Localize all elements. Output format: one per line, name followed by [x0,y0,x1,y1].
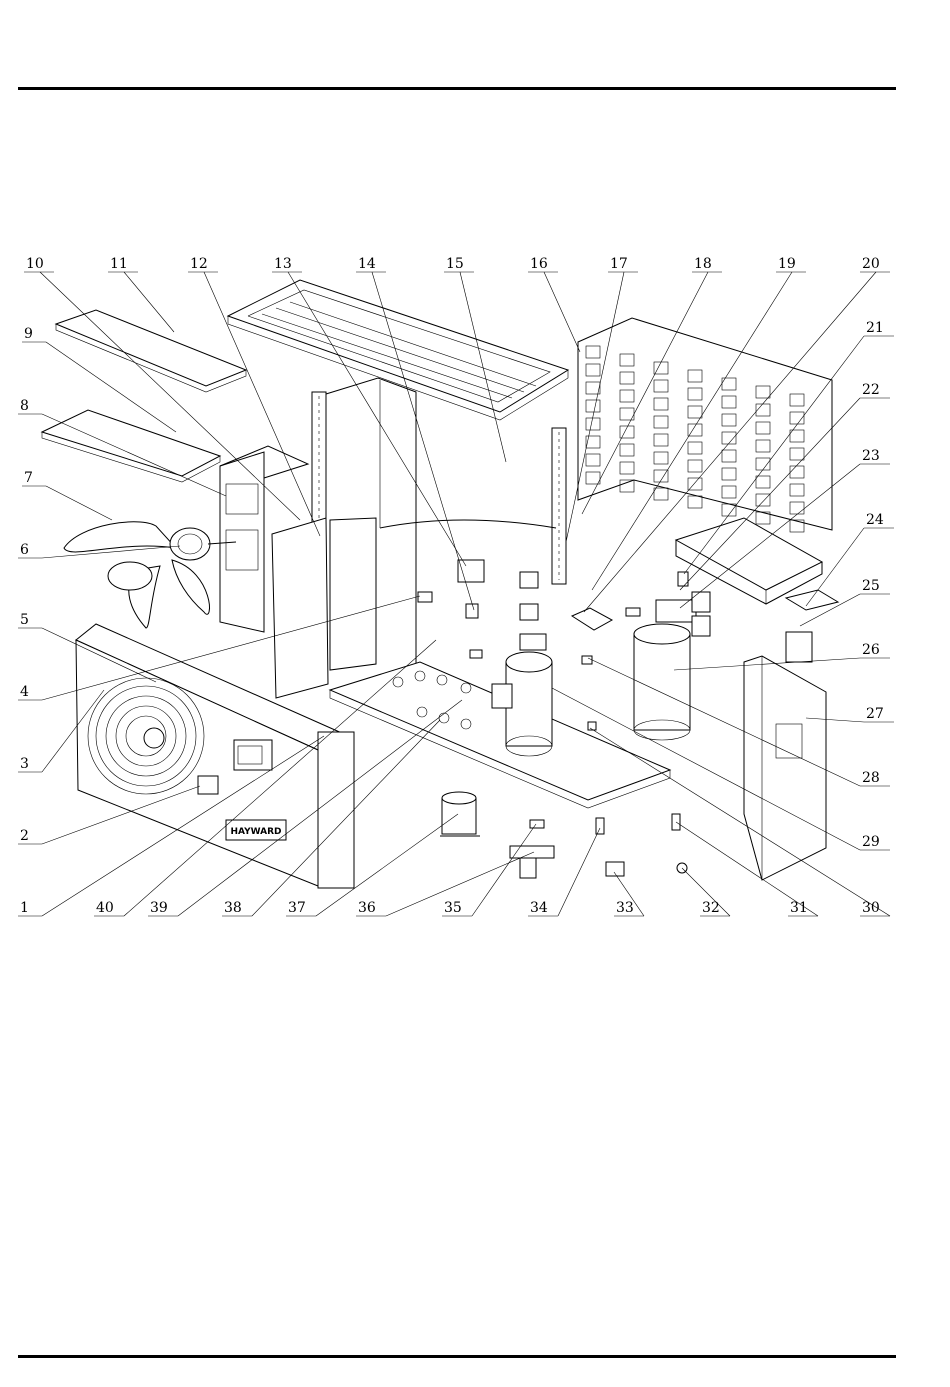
part-bracket [786,632,812,662]
callout-27: 27 [866,706,884,722]
callout-28: 28 [862,770,880,786]
grille-cell [688,496,702,508]
callout-29: 29 [862,834,880,850]
part-contactor [458,560,546,650]
part-pcb [572,608,612,630]
callout-32: 32 [702,900,720,916]
callout-16: 16 [530,256,548,272]
leader-34 [558,828,600,916]
callout-36: 36 [358,900,376,916]
callout-24: 24 [866,512,884,528]
part-partition-panel [272,518,376,698]
part-top-cover [228,280,568,420]
part-panel-top [56,310,246,392]
callout-7: 7 [24,470,33,486]
callout-26: 26 [862,642,880,658]
callout-15: 15 [446,256,464,272]
callout-1: 1 [20,900,29,916]
components: HAYWARD [42,280,838,888]
leader-7 [46,486,112,520]
callout-31: 31 [790,900,808,916]
part-heat-exchanger [634,592,710,740]
callout-34: 34 [530,900,548,916]
callout-22: 22 [862,382,880,398]
leader-11 [124,272,174,332]
part-cover-plate [786,590,838,610]
callout-14: 14 [358,256,376,272]
callout-37: 37 [288,900,306,916]
part-evaporator-coil-right [552,428,566,584]
callout-2: 2 [20,828,29,844]
part-side-panel [744,656,826,880]
callout-17: 17 [610,256,628,272]
callout-21: 21 [866,320,884,336]
callout-33: 33 [616,900,634,916]
callout-9: 9 [24,326,33,342]
part-controller [198,776,218,794]
part-brand-plate: HAYWARD [226,820,286,840]
callout-10: 10 [26,256,44,272]
callout-35: 35 [444,900,462,916]
callout-39: 39 [150,900,168,916]
part-electrical-box [676,518,822,604]
part-terminal [418,592,432,602]
callout-20: 20 [862,256,880,272]
callout-18: 18 [694,256,712,272]
brand-plate-text: HAYWARD [230,827,281,837]
callout-23: 23 [862,448,880,464]
part-valve [510,846,554,878]
callout-11: 11 [110,256,128,272]
callout-12: 12 [190,256,208,272]
callout-5: 5 [20,612,29,628]
callout-30: 30 [862,900,880,916]
leader-30 [590,728,890,916]
part-receiver [440,792,480,836]
callout-38: 38 [224,900,242,916]
leader-16 [544,272,580,352]
callout-8: 8 [20,398,29,414]
callout-13: 13 [274,256,292,272]
callout-4: 4 [20,684,29,700]
grille-cell [654,488,668,500]
callout-19: 19 [778,256,796,272]
callout-3: 3 [20,756,29,772]
part-display-window [234,740,272,770]
part-side-grille [578,318,832,532]
leader-24 [806,528,864,606]
part-panel-plate [42,410,220,482]
callout-6: 6 [20,542,29,558]
callout-40: 40 [96,900,114,916]
callout-25: 25 [862,578,880,594]
